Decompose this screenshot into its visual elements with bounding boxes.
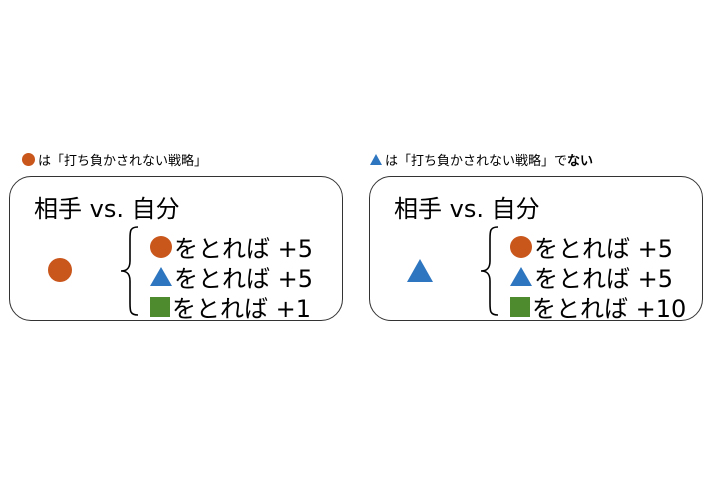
left-row-3: をとれば +1 bbox=[150, 289, 311, 324]
right-row-1: をとれば +5 bbox=[510, 229, 673, 264]
right-brace bbox=[480, 226, 499, 316]
circle-icon bbox=[22, 153, 35, 166]
right-caption-bold-text: ない bbox=[567, 154, 594, 169]
right-row-2-text: をとれば +5 bbox=[534, 265, 674, 293]
right-row-1-text: をとれば +5 bbox=[534, 235, 674, 263]
triangle-icon bbox=[370, 154, 382, 165]
right-row-2: をとれば +5 bbox=[510, 259, 673, 294]
left-row-2-text: をとれば +5 bbox=[174, 265, 314, 293]
left-caption-text: は「打ち負かされない戦略」 bbox=[38, 154, 208, 169]
left-row-1-text: をとれば +5 bbox=[174, 235, 314, 263]
triangle-icon bbox=[150, 267, 172, 286]
circle-icon bbox=[510, 235, 532, 258]
right-caption-text: は「打ち負かされない戦略」で bbox=[385, 154, 568, 169]
left-row-1: をとれば +5 bbox=[150, 229, 313, 264]
left-panel: 相手 vs. 自分 をとれば +5 をとれば +5 をとれば +1 bbox=[9, 176, 343, 324]
right-row-3-text: をとれば +10 bbox=[532, 295, 687, 323]
triangle-icon bbox=[510, 267, 532, 286]
square-icon bbox=[150, 296, 170, 317]
left-self-circle-icon bbox=[48, 258, 72, 282]
right-panel: 相手 vs. 自分 をとれば +5 をとれば +5 をとれば +10 bbox=[369, 176, 703, 324]
right-row-3: をとれば +10 bbox=[510, 289, 686, 324]
right-caption: は「打ち負かされない戦略」で ない bbox=[370, 150, 593, 169]
circle-icon bbox=[150, 235, 172, 258]
left-row-3-text: をとれば +1 bbox=[172, 295, 312, 323]
left-brace bbox=[120, 226, 139, 316]
square-icon bbox=[510, 296, 530, 317]
left-row-2: をとれば +5 bbox=[150, 259, 313, 294]
left-panel-title: 相手 vs. 自分 bbox=[34, 195, 180, 223]
right-self-triangle-icon bbox=[407, 259, 433, 282]
right-panel-title: 相手 vs. 自分 bbox=[394, 195, 540, 223]
left-caption: は「打ち負かされない戦略」 bbox=[22, 150, 207, 169]
